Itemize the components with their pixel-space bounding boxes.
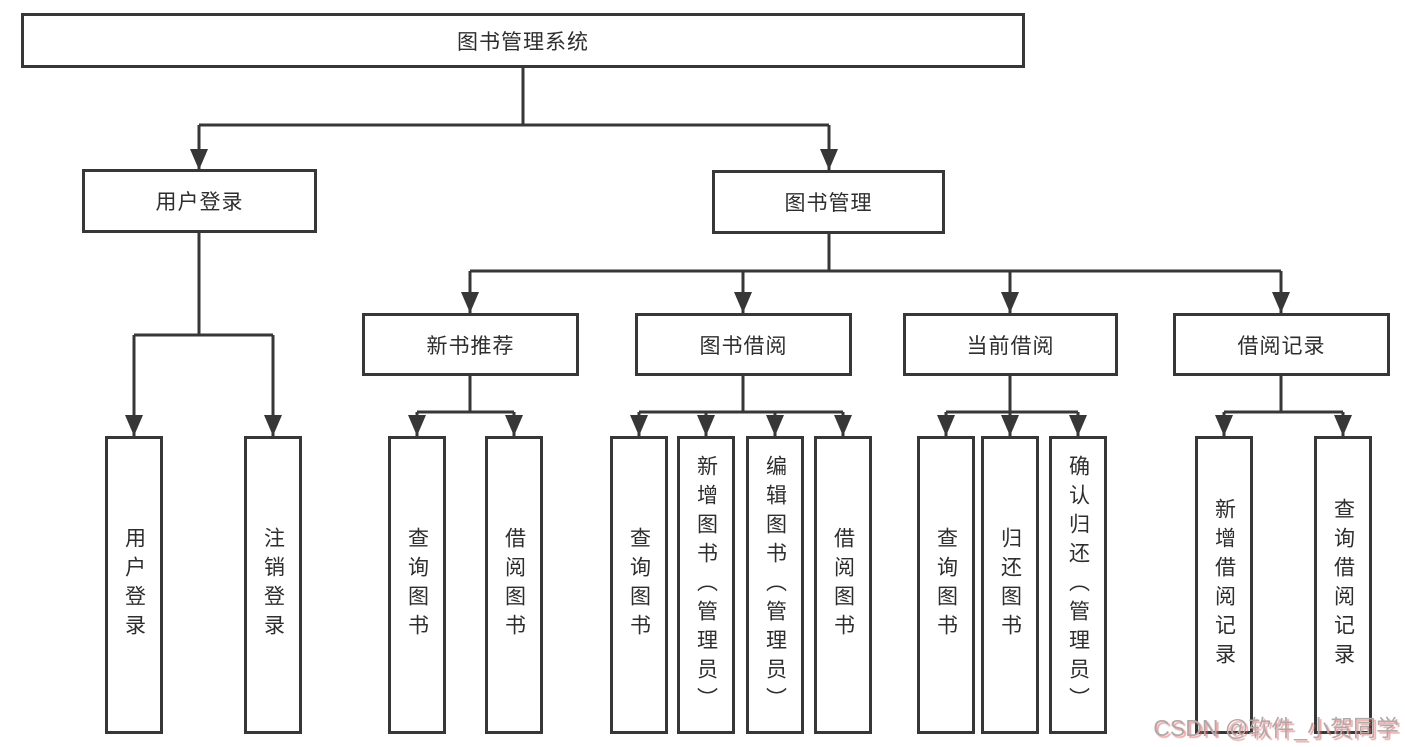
node-label: 查询图书 — [405, 527, 429, 643]
node-library-management-system: 图书管理系统 — [21, 13, 1025, 68]
node-user-login-branch: 用户登录 — [82, 169, 317, 233]
leaf-query-books-recommend: 查询图书 — [388, 436, 446, 734]
leaf-confirm-return-admin: 确认归还（管理员） — [1049, 436, 1107, 734]
arrow-down-icon — [697, 415, 715, 436]
node-borrowing-records: 借阅记录 — [1173, 313, 1390, 376]
node-book-management: 图书管理 — [712, 170, 945, 234]
leaf-return-books: 归还图书 — [981, 436, 1039, 734]
arrow-down-icon — [734, 292, 752, 313]
arrow-down-icon — [1001, 415, 1019, 436]
arrow-down-icon — [1215, 415, 1233, 436]
arrowhead-icons — [125, 149, 1352, 436]
node-label: 用户登录 — [155, 191, 244, 214]
node-label: 查询借阅记录 — [1331, 498, 1355, 672]
node-label: 图书管理 — [784, 192, 873, 215]
node-label: 图书借阅 — [699, 334, 788, 358]
node-label: 编辑图书（管理员） — [763, 454, 787, 716]
leaf-user-login: 用户登录 — [105, 436, 163, 734]
node-label: 用户登录 — [122, 527, 146, 643]
connector-paths — [132, 67, 1345, 438]
arrow-down-icon — [461, 292, 479, 313]
node-label: 查询图书 — [934, 527, 958, 643]
node-label: 新增借阅记录 — [1212, 498, 1236, 672]
arrow-down-icon — [264, 415, 282, 436]
leaf-query-borrow-record: 查询借阅记录 — [1314, 436, 1372, 734]
arrow-down-icon — [1272, 292, 1290, 313]
node-label: 借阅图书 — [831, 527, 855, 643]
node-label: 确认归还（管理员） — [1066, 454, 1090, 716]
leaf-add-books-admin: 新增图书（管理员） — [677, 436, 735, 734]
leaf-add-borrow-record: 新增借阅记录 — [1195, 436, 1253, 734]
leaf-borrow-books-recommend: 借阅图书 — [485, 436, 543, 734]
node-new-book-recommendation: 新书推荐 — [362, 313, 579, 376]
leaf-borrow-books: 借阅图书 — [814, 436, 872, 734]
arrow-down-icon — [766, 415, 784, 436]
node-label: 新增图书（管理员） — [694, 454, 718, 716]
node-current-borrowing: 当前借阅 — [903, 313, 1118, 376]
arrow-down-icon — [190, 149, 208, 170]
leaf-query-books-current: 查询图书 — [917, 436, 975, 734]
node-label: 借阅记录 — [1237, 334, 1326, 358]
leaf-edit-books-admin: 编辑图书（管理员） — [746, 436, 804, 734]
node-label: 新书推荐 — [426, 334, 515, 358]
node-label: 注销登录 — [261, 527, 285, 643]
arrow-down-icon — [1001, 292, 1019, 313]
arrow-down-icon — [834, 415, 852, 436]
leaf-logout: 注销登录 — [244, 436, 302, 734]
arrow-down-icon — [125, 415, 143, 436]
arrow-down-icon — [408, 415, 426, 436]
arrow-down-icon — [505, 415, 523, 436]
node-label: 借阅图书 — [502, 527, 526, 643]
arrow-down-icon — [1334, 415, 1352, 436]
arrow-down-icon — [820, 149, 838, 170]
arrow-down-icon — [937, 415, 955, 436]
arrow-down-icon — [1069, 415, 1087, 436]
arrow-down-icon — [630, 415, 648, 436]
node-book-borrowing: 图书借阅 — [635, 313, 852, 376]
node-label: 查询图书 — [627, 527, 651, 643]
csdn-watermark: CSDN @软件_小贺同学 — [1153, 715, 1399, 741]
leaf-query-books-borrowing: 查询图书 — [610, 436, 668, 734]
node-label: 归还图书 — [998, 527, 1022, 643]
node-label: 图书管理系统 — [457, 30, 589, 54]
node-label: 当前借阅 — [966, 334, 1055, 358]
